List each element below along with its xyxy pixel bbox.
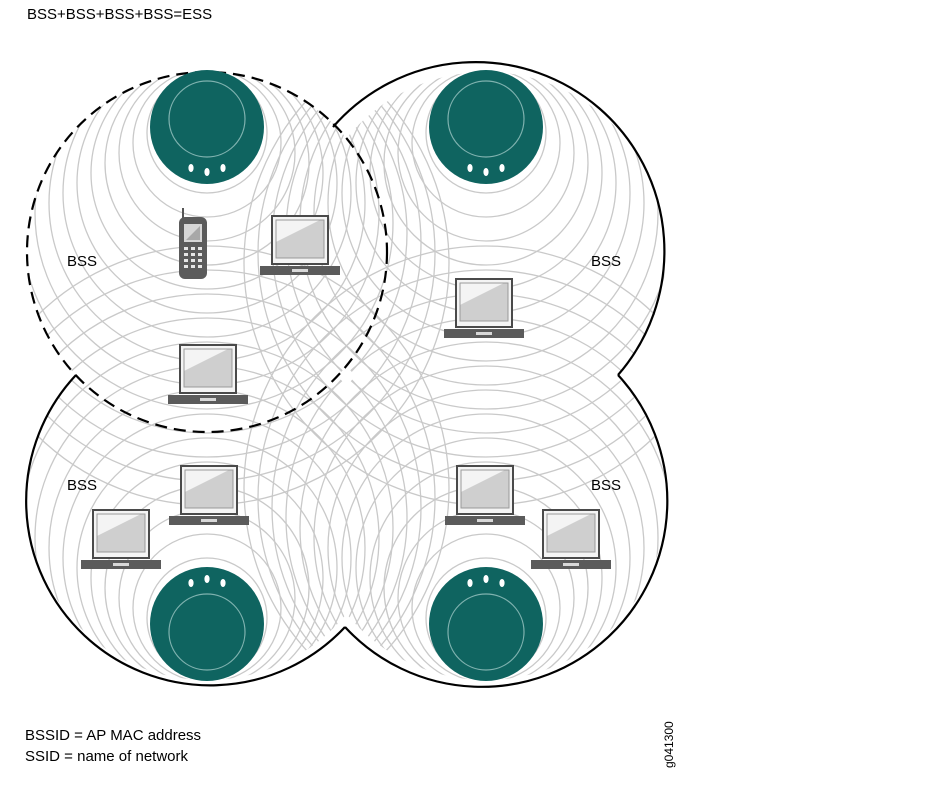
bss-outline-bottom-right — [344, 374, 669, 688]
coverage-ring — [132, 533, 282, 680]
coverage-ring — [243, 245, 666, 680]
coverage-ring — [27, 72, 408, 434]
legend-ssid: SSID = name of network — [25, 748, 188, 765]
bss-label-bottom-left: BSS — [67, 477, 98, 494]
coverage-ring — [299, 341, 666, 680]
coverage-ring — [411, 72, 561, 218]
coverage-ring — [257, 269, 666, 680]
coverage-ring — [27, 293, 422, 680]
bss-label-bottom-right: BSS — [591, 477, 622, 494]
access-point-icon — [428, 566, 544, 682]
coverage-ring — [383, 72, 589, 266]
laptop-icon — [80, 508, 162, 570]
cell-phone-icon — [179, 208, 207, 279]
coverage-ring — [62, 72, 352, 338]
coverage-ring — [355, 437, 617, 680]
coverage-ring — [341, 413, 631, 680]
access-point-icon — [149, 69, 265, 185]
coverage-ring — [369, 461, 603, 680]
coverage-ring — [411, 533, 561, 680]
coverage-ring — [76, 437, 338, 680]
coverage-ring — [313, 365, 659, 680]
coverage-ring — [62, 413, 352, 680]
bss-label-top-left: BSS — [67, 253, 98, 270]
laptop-icon — [530, 508, 612, 570]
coverage-ring — [27, 341, 394, 680]
laptop-icon — [444, 464, 526, 526]
laptop-icon — [259, 214, 341, 276]
coverage-ring — [327, 389, 645, 680]
coverage-ring — [27, 72, 394, 410]
laptop-icon — [168, 464, 250, 526]
coverage-ring — [76, 72, 338, 314]
bss-outline-top-right — [332, 61, 666, 376]
coverage-ring — [132, 72, 282, 218]
coverage-ring — [327, 72, 645, 362]
coverage-ring — [90, 72, 324, 290]
coverage-ring — [313, 72, 659, 386]
figure-id: g041300 — [662, 721, 676, 768]
coverage-ring — [27, 72, 422, 458]
coverage-ring — [27, 317, 408, 680]
laptop-icon — [443, 277, 525, 339]
page-title: BSS+BSS+BSS+BSS=ESS — [27, 6, 213, 23]
laptop-icon — [167, 343, 249, 405]
coverage-ring — [90, 461, 324, 680]
legend-bssid: BSSID = AP MAC address — [25, 727, 202, 744]
bss-outline-bottom-left — [25, 374, 346, 687]
bss-label-top-right: BSS — [591, 253, 622, 270]
access-point-icon — [149, 566, 265, 682]
coverage-ring — [397, 72, 575, 242]
ess-outline — [25, 61, 669, 688]
access-point-icon — [428, 69, 544, 185]
